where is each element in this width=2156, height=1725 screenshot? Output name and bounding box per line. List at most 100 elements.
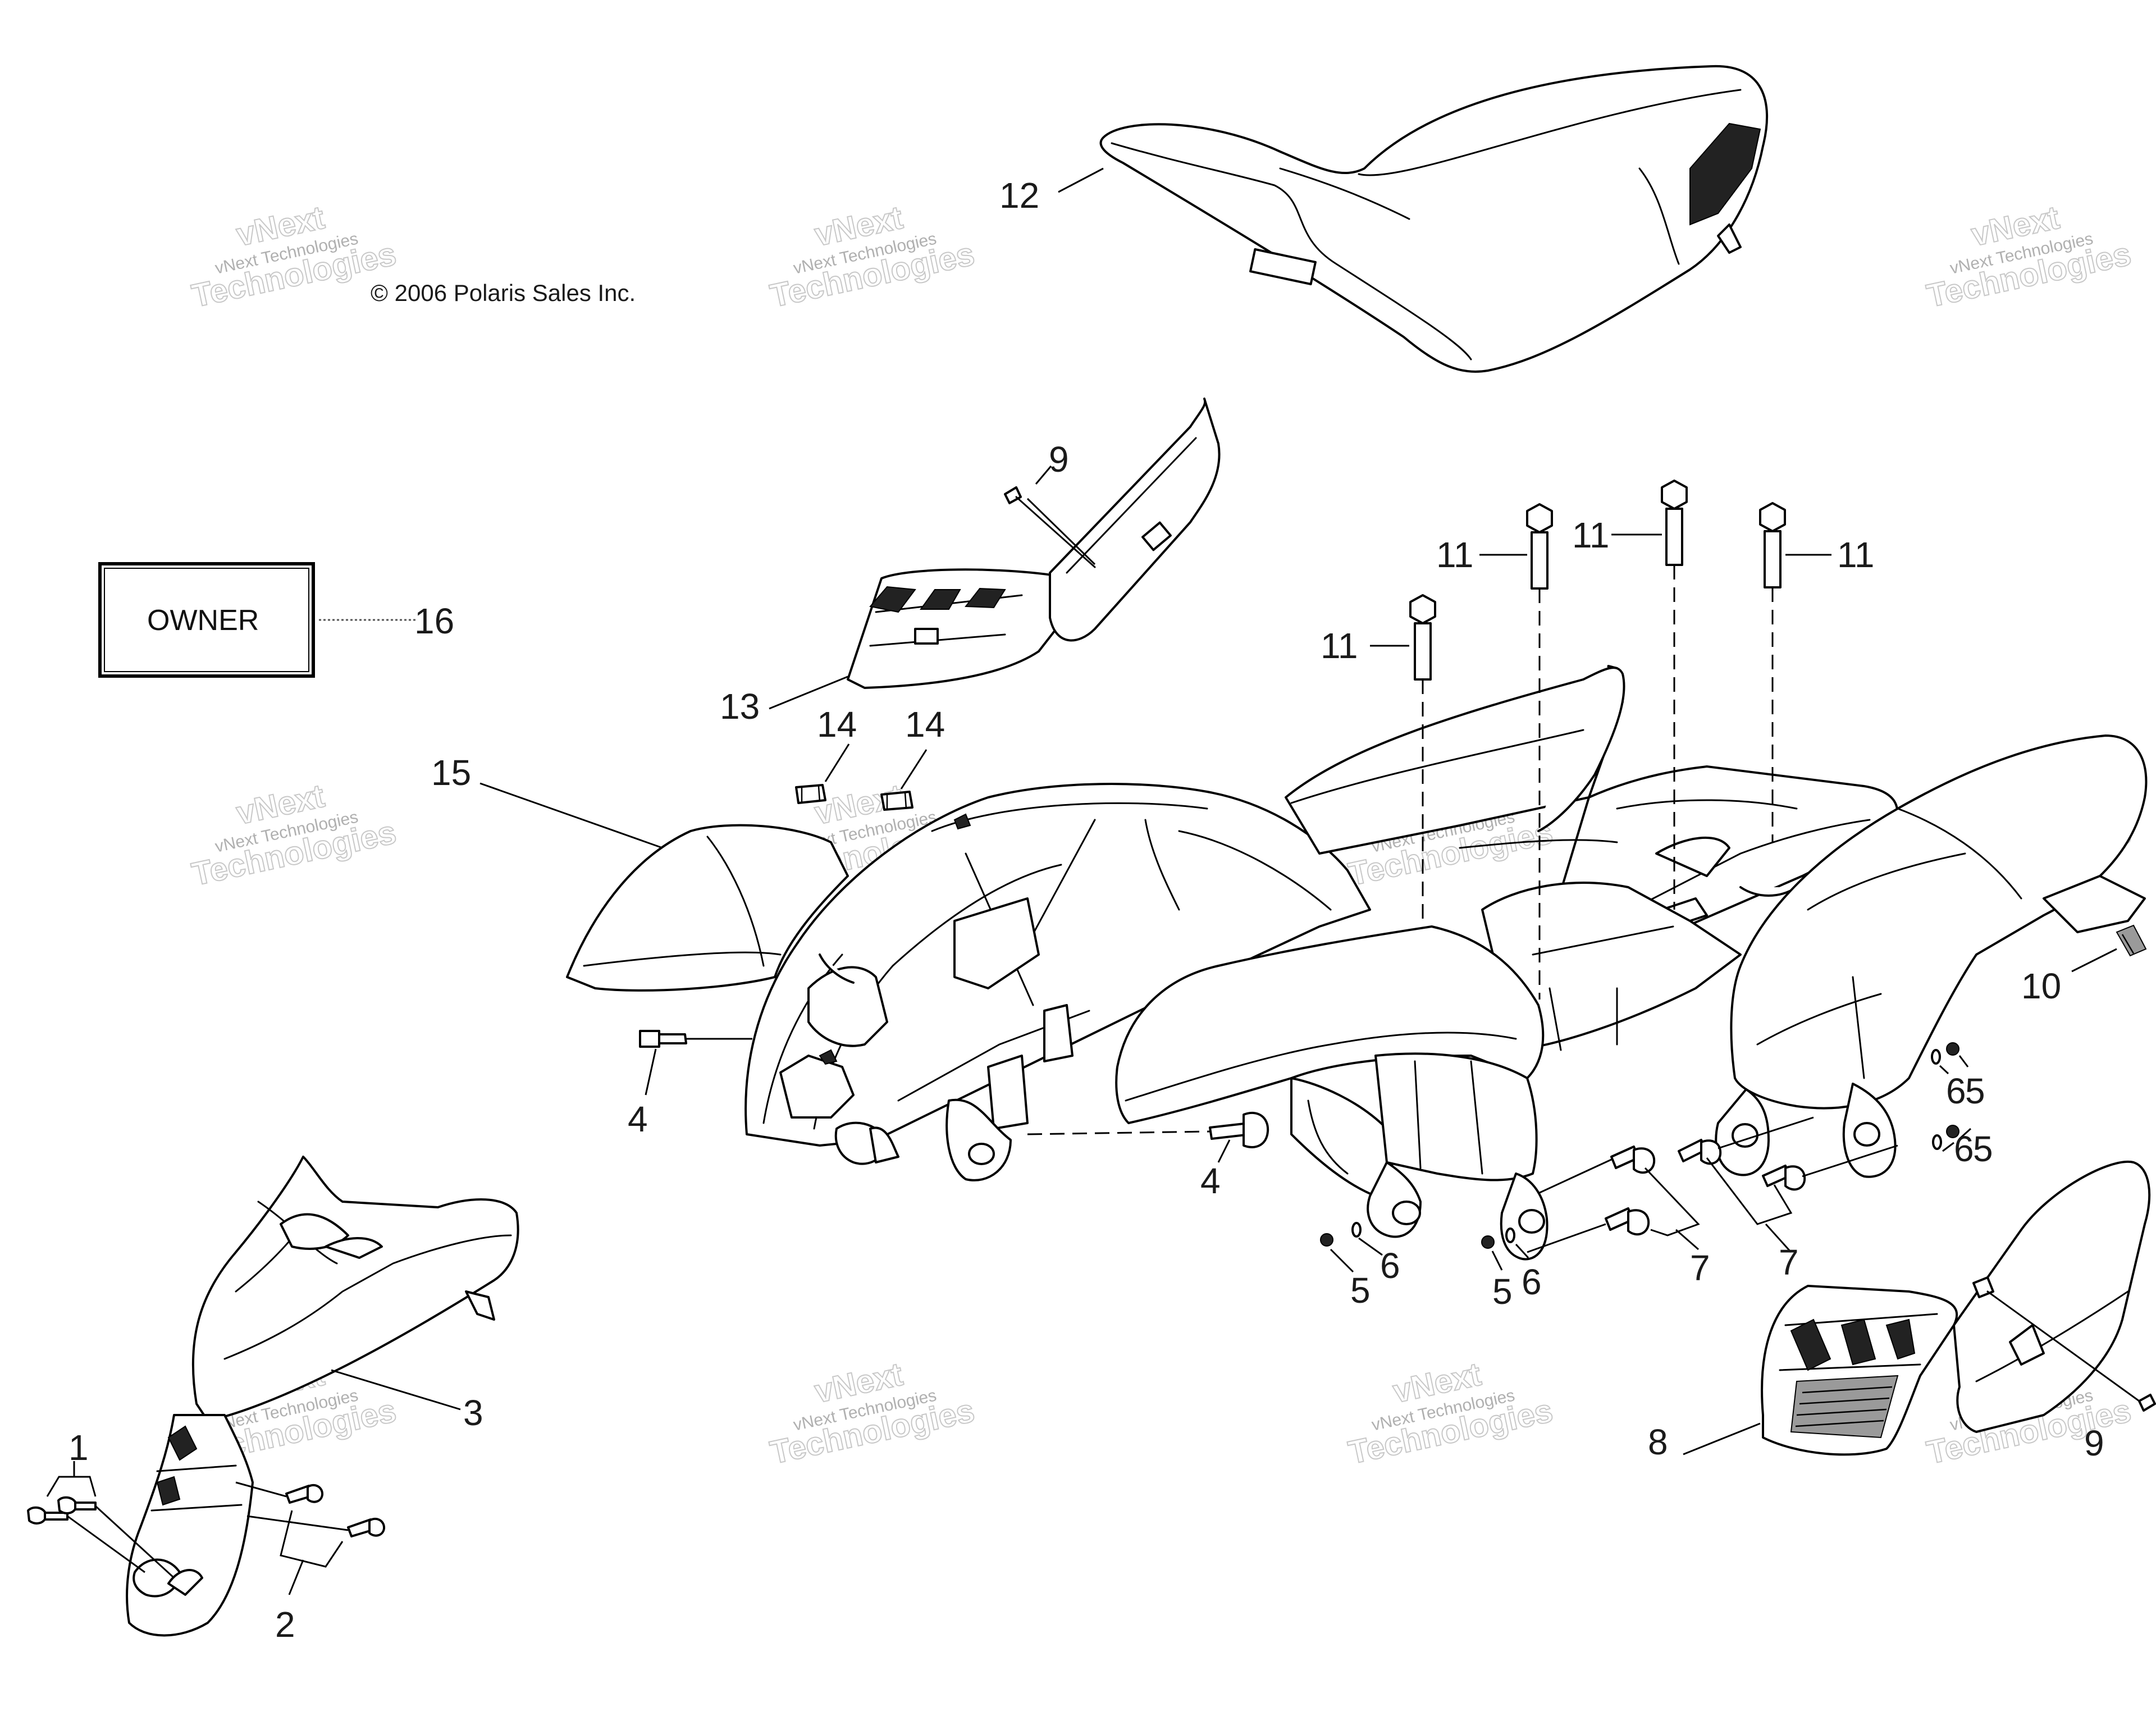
rear-rack-body[interactable] [1285, 665, 1899, 1051]
front-bumper-lower[interactable] [126, 1414, 254, 1637]
leader-8 [1683, 1422, 1761, 1455]
part-2-screw-a[interactable] [285, 1484, 323, 1504]
part-5-nut-d[interactable] [1946, 1125, 1959, 1138]
callout-5c: 5 [1965, 1071, 1985, 1111]
part-7-screw-a[interactable] [1610, 1146, 1656, 1174]
leader-7b [1765, 1223, 1792, 1253]
part-10-clip[interactable] [2116, 924, 2147, 957]
leader-7b-line2 [1802, 1144, 1898, 1178]
part-6-washer-c[interactable] [1931, 1049, 1941, 1065]
watermark: vNext vNext Technologies Technologies [188, 199, 400, 315]
part-7-screw-b[interactable] [1605, 1207, 1650, 1236]
callout-6c: 6 [1946, 1071, 1966, 1111]
watermark: vNext vNext Technologies Technologies [1923, 199, 2135, 315]
callout-5b: 5 [1492, 1271, 1513, 1312]
leader-4b-line [1027, 1130, 1211, 1135]
part-4-screw-left[interactable] [639, 1030, 687, 1048]
watermark: vNext vNext Technologies Technologies [766, 199, 978, 315]
part-11-bolt-b[interactable] [1526, 503, 1553, 590]
part-6-washer-a[interactable] [1351, 1222, 1362, 1238]
bracket-7a [1644, 1167, 1700, 1236]
leader-6d [1942, 1142, 1954, 1152]
leader-5a [1330, 1248, 1354, 1273]
part-9-screw-top[interactable] [1004, 486, 1096, 568]
leader-10 [2071, 948, 2117, 973]
part-16-owner-decal[interactable]: OWNER [98, 562, 315, 678]
part-6-washer-b[interactable] [1505, 1227, 1515, 1243]
leader-6a [1358, 1237, 1383, 1256]
part-3-front-nose[interactable] [191, 1156, 519, 1422]
callout-12: 12 [999, 175, 1039, 216]
callout-4b: 4 [1200, 1161, 1221, 1201]
leader-3 [331, 1369, 461, 1411]
callout-6a: 6 [1380, 1245, 1400, 1286]
callout-3: 3 [463, 1393, 483, 1433]
callout-7a: 7 [1690, 1248, 1710, 1288]
leader-12 [1058, 167, 1104, 193]
callout-1: 1 [68, 1427, 89, 1468]
front-right-fender[interactable] [1115, 925, 1549, 1261]
callout-5a: 5 [1350, 1270, 1371, 1311]
part-11-bolt-c[interactable] [1661, 480, 1688, 566]
leader-5d [1958, 1128, 1972, 1140]
callout-15: 15 [431, 752, 471, 793]
leader-13 [769, 676, 848, 710]
callout-6b: 6 [1522, 1262, 1542, 1302]
leader-9a [1026, 498, 1096, 565]
part-14-clip-b[interactable] [880, 791, 913, 811]
callout-11a: 11 [1321, 626, 1358, 666]
leader-7a-line2 [1527, 1223, 1606, 1253]
copyright-notice: © 2006 Polaris Sales Inc. [371, 280, 636, 306]
part-5-nut-a[interactable] [1320, 1233, 1333, 1247]
part-2-screw-b[interactable] [347, 1517, 385, 1537]
part-7-screw-c[interactable] [1678, 1139, 1722, 1165]
leader-7a-line1 [1538, 1158, 1612, 1194]
front-cab-body[interactable] [744, 783, 1371, 1181]
callout-7b: 7 [1779, 1242, 1799, 1283]
leader-5c [1958, 1055, 1969, 1067]
screw-1b-path [94, 1505, 175, 1579]
part-9-screw-bottom[interactable] [1986, 1290, 2156, 1412]
part-13-left-footwell[interactable] [847, 398, 1221, 689]
part-14-clip-a[interactable] [795, 784, 826, 804]
callout-6d: 6 [1954, 1129, 1974, 1169]
leader-14a [824, 743, 850, 782]
leader-7a [1675, 1229, 1699, 1251]
callout-11b: 11 [1436, 535, 1473, 575]
callout-10: 10 [2021, 966, 2061, 1006]
leader-7b-line1 [1718, 1116, 1814, 1149]
rear-right-fender[interactable] [1715, 734, 2148, 1178]
part-1-screw-b[interactable] [57, 1496, 97, 1514]
screw-1a-path [67, 1515, 145, 1573]
part-11-bolt-d[interactable] [1759, 502, 1786, 588]
part-11-bolt-a[interactable] [1409, 594, 1436, 681]
watermark: vNext vNext Technologies Technologies [766, 1356, 978, 1472]
part-6-washer-d[interactable] [1932, 1134, 1942, 1150]
callout-9a: 9 [1049, 439, 1069, 480]
callout-13: 13 [720, 686, 760, 727]
part-5-nut-c[interactable] [1946, 1042, 1959, 1056]
leader-5b [1491, 1251, 1503, 1271]
callout-11c: 11 [1572, 515, 1609, 555]
watermark: vNext vNext Technologies Technologies [1345, 1356, 1556, 1472]
part-4-screw-right[interactable] [1209, 1111, 1269, 1148]
callout-14b: 14 [905, 704, 945, 745]
leader-6c [1939, 1065, 1949, 1075]
bracket-2 [280, 1510, 344, 1568]
part-1-screw-a[interactable] [27, 1506, 68, 1525]
part-15-front-flare[interactable] [566, 824, 849, 992]
bracket-1 [46, 1476, 97, 1497]
part-5-nut-b[interactable] [1481, 1235, 1495, 1249]
part-12-seat[interactable] [1099, 65, 1769, 373]
screw-2a-path [235, 1481, 287, 1498]
callout-9b: 9 [2084, 1423, 2104, 1463]
callout-14a: 14 [817, 704, 857, 745]
part-8-right-footwell[interactable] [1761, 1160, 2151, 1456]
callout-4a: 4 [628, 1099, 648, 1139]
bracket-7b [1706, 1157, 1793, 1225]
part-7-screw-d[interactable] [1762, 1165, 1806, 1191]
callout-8: 8 [1648, 1422, 1668, 1462]
leader-15 [479, 782, 663, 849]
callout-11d: 11 [1837, 535, 1874, 575]
